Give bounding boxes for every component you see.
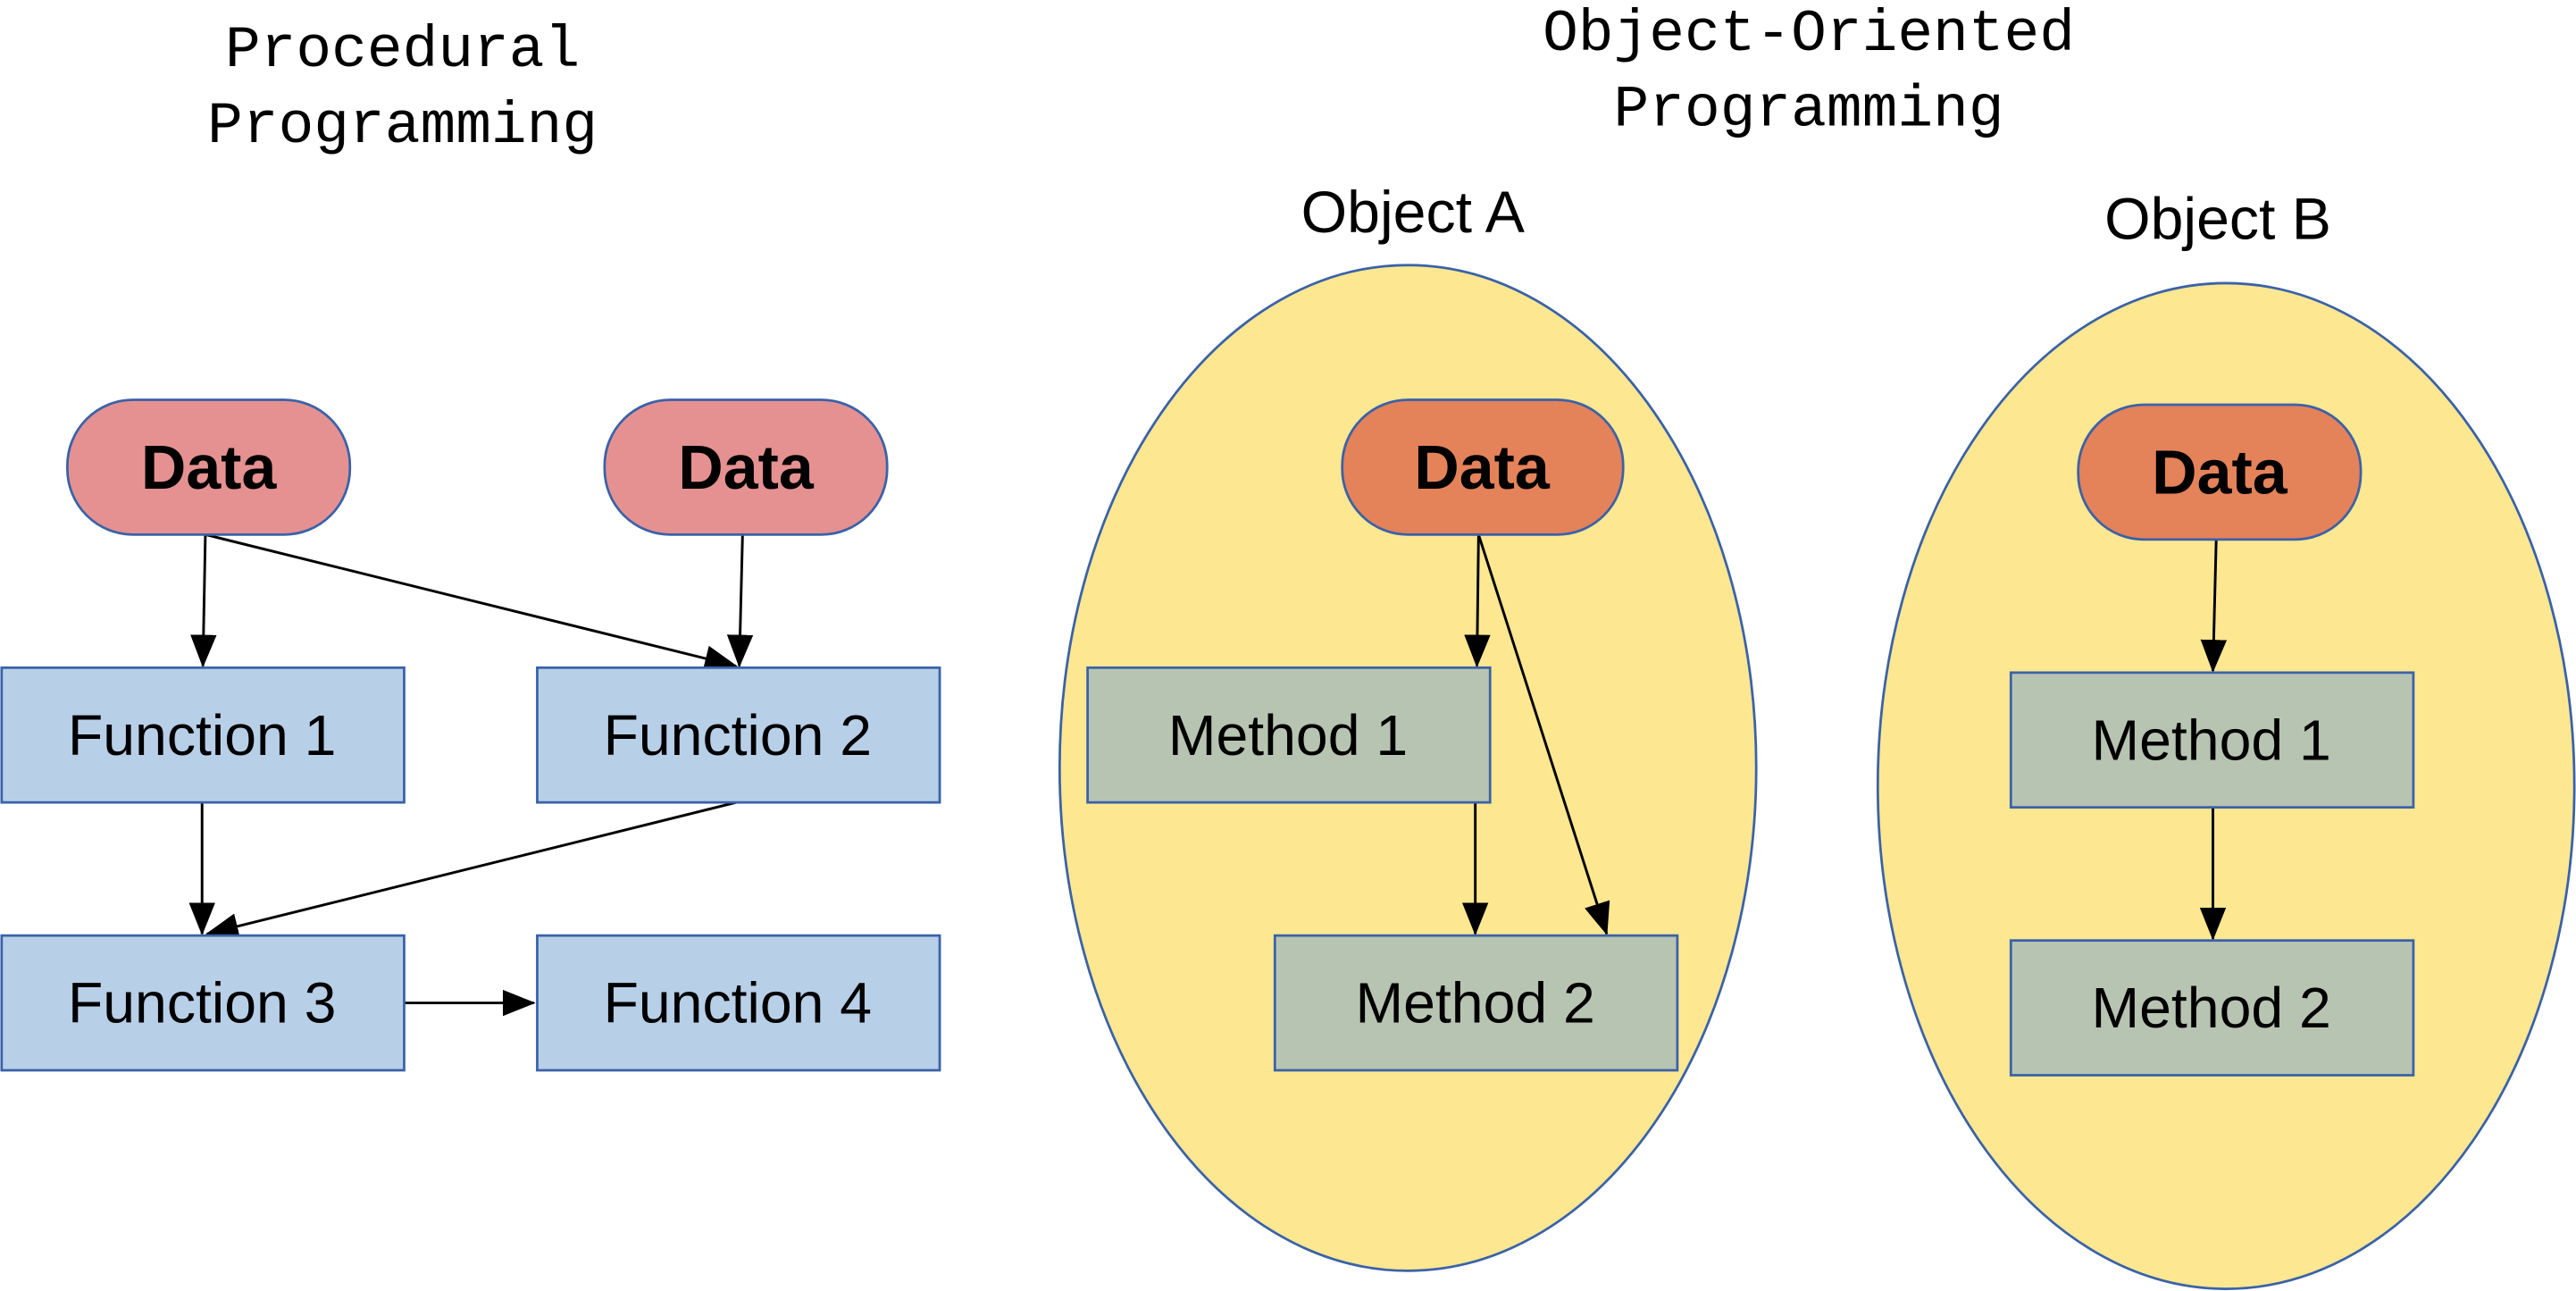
object-a-label: Object A: [1301, 180, 1526, 246]
object-b-data: Data: [2077, 403, 2363, 541]
object-b-data-label: Data: [2152, 437, 2288, 507]
arrow-function2-to-function3: [205, 801, 737, 940]
procedural-title-line1: Procedural: [225, 17, 580, 84]
oop-title-line2: Programming: [1614, 76, 2004, 143]
arrow-a-data-to-method1: [1464, 534, 1491, 668]
object-a: Object A Data Method 1 Method 2: [1058, 180, 1758, 1272]
object-a-method-2-box: Method 2: [1273, 934, 1679, 1072]
data-pill: [603, 398, 889, 536]
object-a-method-1-box: Method 1: [1086, 666, 1492, 804]
object-b-label: Object B: [2104, 186, 2331, 252]
procedural-arrows: [188, 532, 754, 1017]
function-1-box: Function 1: [0, 666, 406, 804]
function-4-box: Function 4: [536, 934, 941, 1072]
object-b-method-1-box: Method 1: [2009, 671, 2415, 809]
data-pill: [1341, 398, 1625, 536]
arrow-data-left-to-function1: [190, 534, 217, 668]
data-pill: [2077, 403, 2363, 541]
oop-section: Object-Oriented Programming Object A Dat…: [1058, 1, 2576, 1290]
function-3-label: Function 3: [68, 971, 337, 1035]
oop-title-line1: Object-Oriented: [1543, 1, 2075, 68]
function-4-label: Function 4: [604, 971, 873, 1035]
procedural-title-line2: Programming: [207, 93, 598, 160]
object-a-data-label: Data: [1414, 432, 1551, 502]
object-a-method-1-label: Method 1: [1168, 703, 1408, 767]
arrow-b-data-to-method1: [2200, 539, 2228, 673]
arrow-data-right-to-function2: [726, 534, 754, 668]
procedural-data-right: Data: [603, 398, 889, 536]
arrow-data-left-to-function2: [205, 532, 738, 672]
object-b-method-2-label: Method 2: [2092, 976, 2331, 1040]
object-b-arrows: [2199, 539, 2228, 941]
function-2-label: Function 2: [604, 703, 873, 767]
procedural-data-left: Data: [66, 398, 352, 536]
function-2-box: Function 2: [536, 666, 941, 804]
object-a-data: Data: [1341, 398, 1625, 536]
data-pill: [66, 398, 352, 536]
object-b-method-2-box: Method 2: [2009, 939, 2415, 1077]
function-1-label: Function 1: [68, 703, 337, 767]
object-b: Object B Data Method 1 Method 2: [1876, 186, 2576, 1290]
data-right-label: Data: [678, 432, 815, 502]
procedural-section: Procedural Programming Data Data Functio…: [0, 17, 941, 1072]
object-a-method-2-label: Method 2: [1356, 971, 1595, 1035]
function-3-box: Function 3: [0, 934, 406, 1072]
arrow-a-data-to-method2: [1476, 533, 1610, 936]
data-left-label: Data: [141, 432, 278, 502]
object-a-arrows: [1461, 533, 1610, 936]
object-b-method-1-label: Method 1: [2092, 708, 2331, 772]
